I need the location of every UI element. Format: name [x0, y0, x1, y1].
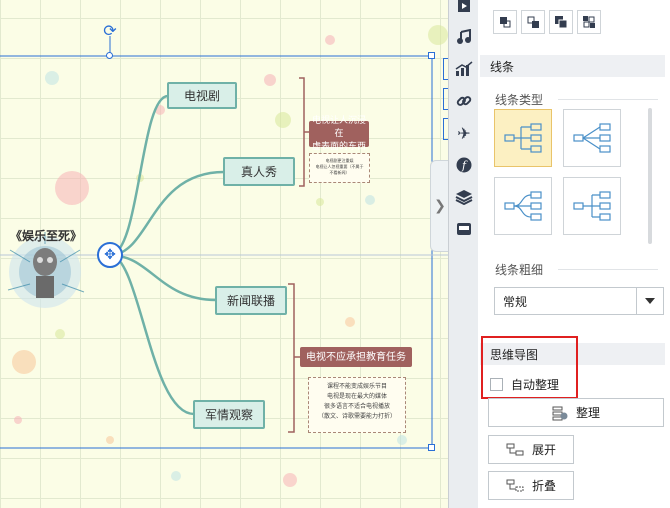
expand-icon — [506, 443, 524, 455]
note-top-body[interactable]: 电视剧更注重娱 电视让人忽视重要（不属于 不看新闻） — [309, 153, 370, 183]
align-scatter-icon[interactable] — [577, 10, 601, 34]
line-type-2[interactable] — [563, 109, 621, 167]
move-icon[interactable]: ✥ — [97, 242, 123, 268]
central-image — [7, 232, 85, 308]
mindmap-section-title[interactable]: 思维导图 — [480, 343, 665, 365]
auto-arrange-checkbox[interactable]: 自动整理 — [490, 376, 559, 393]
music-icon[interactable] — [454, 27, 474, 47]
line-section-title[interactable]: 线条 — [480, 55, 665, 77]
align-overlap-icon[interactable] — [521, 10, 545, 34]
line-type-4[interactable] — [563, 177, 621, 235]
chart-icon[interactable] — [454, 59, 474, 79]
resize-handle-bottom-right[interactable] — [428, 444, 435, 451]
topic-node[interactable]: 真人秀 — [223, 157, 295, 186]
align-topleft-icon[interactable] — [493, 10, 517, 34]
scrollbar[interactable] — [648, 108, 652, 244]
svg-text:f: f — [461, 159, 468, 172]
chevron-down-icon — [636, 288, 663, 314]
highlight-box — [481, 336, 578, 399]
topic-node[interactable]: 军情观察 — [193, 400, 265, 429]
mindmap-canvas[interactable]: 《娱乐至死》 ⟳ ✥ 电视剧 真人秀 新闻联播 军情观察 电视让人沉浸在 虚表面… — [0, 0, 448, 508]
selection-edge-marker — [443, 88, 448, 110]
collapse-button[interactable]: 折叠 — [488, 471, 574, 500]
checkbox-icon[interactable] — [490, 378, 503, 391]
topic-node[interactable]: 电视剧 — [167, 82, 237, 109]
link-icon[interactable] — [454, 91, 474, 111]
auto-arrange-label: 自动整理 — [511, 378, 560, 392]
resize-handle-top-right[interactable] — [428, 52, 435, 59]
selection-edge-marker — [443, 58, 448, 80]
play-icon[interactable] — [454, 0, 474, 16]
line-width-value: 常规 — [503, 294, 528, 309]
expand-button[interactable]: 展开 — [488, 435, 574, 464]
airplane-icon[interactable]: ✈ — [457, 123, 471, 143]
arrange-button[interactable]: 整理 — [488, 398, 664, 427]
line-type-3[interactable] — [494, 177, 552, 235]
rotate-icon[interactable]: ⟳ — [103, 21, 117, 40]
line-type-1[interactable] — [494, 109, 552, 167]
format-panel: 线条 线条类型 线条粗细 常规 思维导图 自动整理 整理 展开 折叠 — [478, 0, 670, 508]
align-stack-icon[interactable] — [549, 10, 573, 34]
note-top-title[interactable]: 电视让人沉浸在 虚表面的东西 — [309, 116, 369, 152]
divider — [558, 269, 658, 270]
chevron-right-icon: ❯ — [434, 198, 446, 214]
line-width-label: 线条粗细 — [495, 263, 544, 277]
central-topic-label[interactable]: 《娱乐至死》 — [10, 229, 83, 243]
selection-edge-marker — [443, 118, 448, 140]
note-bottom-body[interactable]: 课程不能变成娱乐节目 电视是现在最大的媒体 很多语言不适合电视播放 （散文、诗歌… — [308, 377, 406, 433]
arrange-icon — [552, 406, 568, 420]
topic-node[interactable]: 新闻联播 — [215, 286, 287, 315]
line-width-select[interactable]: 常规 — [494, 287, 664, 315]
layers-icon[interactable] — [454, 187, 474, 207]
panel-collapse-tab[interactable]: ❯ — [430, 160, 449, 252]
line-type-label: 线条类型 — [495, 93, 544, 107]
divider — [558, 99, 658, 100]
rotate-handle[interactable] — [106, 52, 113, 59]
icon-strip: ✈ f — [448, 0, 479, 508]
canvas-decoration — [0, 25, 448, 487]
collapse-icon — [506, 479, 524, 491]
inbox-icon[interactable] — [454, 219, 474, 239]
note-bottom-title[interactable]: 电视不应承担教育任务 — [300, 347, 412, 367]
flash-icon[interactable]: f — [454, 155, 474, 175]
